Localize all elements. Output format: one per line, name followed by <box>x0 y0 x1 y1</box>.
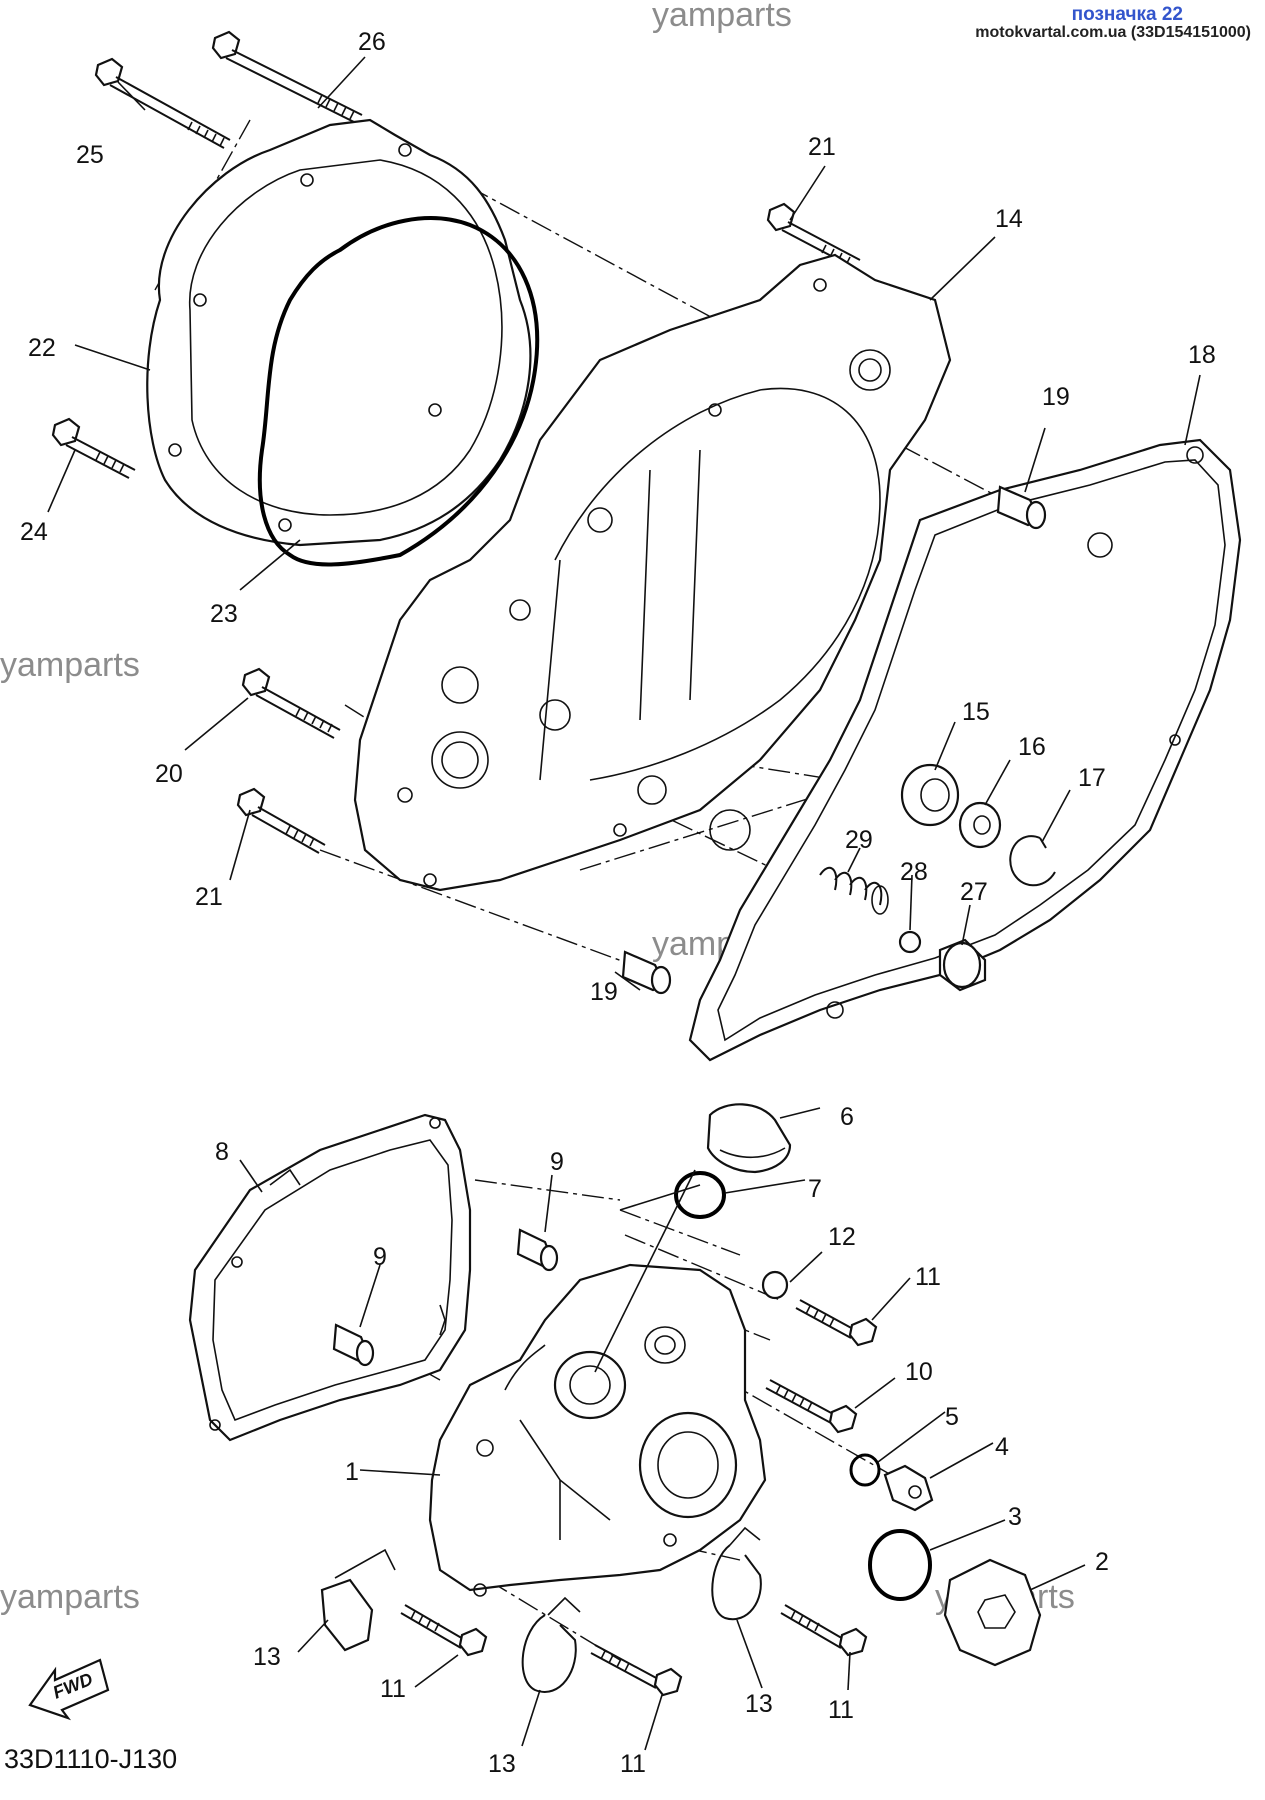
callout-5: 5 <box>945 1403 959 1431</box>
bolt-24 <box>51 417 136 479</box>
clamp-13-left <box>320 1548 396 1652</box>
callout-13-left: 13 <box>253 1643 281 1671</box>
o-ring-7 <box>674 1171 726 1219</box>
callout-11-center: 11 <box>620 1750 646 1778</box>
bolt-26 <box>211 30 363 124</box>
dowel-19-lower <box>621 950 672 995</box>
callout-4: 4 <box>995 1433 1009 1461</box>
gasket-18 <box>688 438 1242 1062</box>
bolt-21-top <box>766 202 861 269</box>
callout-18: 18 <box>1188 341 1216 369</box>
watermark-left-2: yamparts <box>0 1578 140 1616</box>
callout-8: 8 <box>215 1138 229 1166</box>
callout-28: 28 <box>900 858 928 886</box>
callout-17: 17 <box>1078 764 1106 792</box>
label-link[interactable]: позначка 22 <box>1071 4 1183 25</box>
callout-29: 29 <box>845 826 873 854</box>
callout-12: 12 <box>828 1223 856 1251</box>
callout-15: 15 <box>962 698 990 726</box>
callout-19-lower: 19 <box>590 978 618 1006</box>
callout-3: 3 <box>1008 1503 1022 1531</box>
fwd-arrow-icon: FWD <box>28 1658 110 1721</box>
callouts: 26 25 21 14 22 19 18 24 23 20 15 16 17 2… <box>20 28 1216 1778</box>
spring-29 <box>819 866 889 915</box>
washer-12 <box>761 1270 789 1300</box>
callout-11-right: 11 <box>828 1696 854 1724</box>
plug-4 <box>883 1464 934 1512</box>
callout-11-left: 11 <box>380 1675 406 1703</box>
callout-27: 27 <box>960 878 988 906</box>
callout-11-upper: 11 <box>915 1263 941 1291</box>
ball-28 <box>898 930 922 954</box>
callout-7: 7 <box>808 1175 822 1203</box>
source-text: motokvartal.com.ua (33D154151000) <box>975 24 1251 41</box>
dowel-9-upper <box>516 1228 559 1272</box>
dowel-9-lower <box>332 1323 375 1367</box>
callout-20: 20 <box>155 760 183 788</box>
o-ring-3 <box>868 1529 932 1601</box>
bolt-11-left <box>400 1604 488 1657</box>
watermark-left-1: yamparts <box>0 646 140 684</box>
bolt-11-right-upper <box>795 1299 878 1347</box>
callout-2: 2 <box>1095 1548 1109 1576</box>
bolt-11-right <box>780 1604 868 1657</box>
callout-16: 16 <box>1018 733 1046 761</box>
cap-6 <box>706 1103 792 1174</box>
clamp-13-center <box>521 1596 581 1693</box>
bearing-15 <box>900 763 960 827</box>
crankcase-14 <box>353 253 952 892</box>
washer-16 <box>958 801 1002 849</box>
callout-26: 26 <box>358 28 386 56</box>
callout-22: 22 <box>28 334 56 362</box>
bolt-10 <box>765 1379 858 1434</box>
callout-21-lower: 21 <box>195 883 223 911</box>
callout-10: 10 <box>905 1358 933 1386</box>
circlip-17 <box>1009 835 1056 887</box>
plug-27 <box>938 938 987 992</box>
gasket-8 <box>188 1113 472 1442</box>
watermark-top: yamparts <box>652 0 792 34</box>
callout-9-upper: 9 <box>550 1148 564 1176</box>
o-ring-5 <box>849 1453 881 1487</box>
dowel-19-top <box>996 485 1047 530</box>
callout-1: 1 <box>345 1458 359 1486</box>
callout-6: 6 <box>840 1103 854 1131</box>
callout-13-right: 13 <box>745 1690 773 1718</box>
diagram-code: 33D1110-J130 <box>4 1744 178 1774</box>
bolt-11-center <box>590 1644 683 1697</box>
callout-19-top: 19 <box>1042 383 1070 411</box>
cover-1 <box>428 1263 767 1597</box>
clamp-13-right <box>711 1526 762 1621</box>
callout-13-center: 13 <box>488 1750 516 1778</box>
bolt-21-lower <box>236 787 326 854</box>
callout-14: 14 <box>995 205 1023 233</box>
bolt-20 <box>241 667 341 739</box>
cover-22 <box>146 118 532 547</box>
callout-24: 24 <box>20 518 48 546</box>
callout-23: 23 <box>210 600 238 628</box>
callout-25: 25 <box>76 141 104 169</box>
callout-9-lower: 9 <box>373 1243 387 1271</box>
bolt-25 <box>94 57 231 149</box>
plug-2 <box>943 1558 1042 1667</box>
gasket-23 <box>257 216 540 567</box>
callout-21-top: 21 <box>808 133 836 161</box>
